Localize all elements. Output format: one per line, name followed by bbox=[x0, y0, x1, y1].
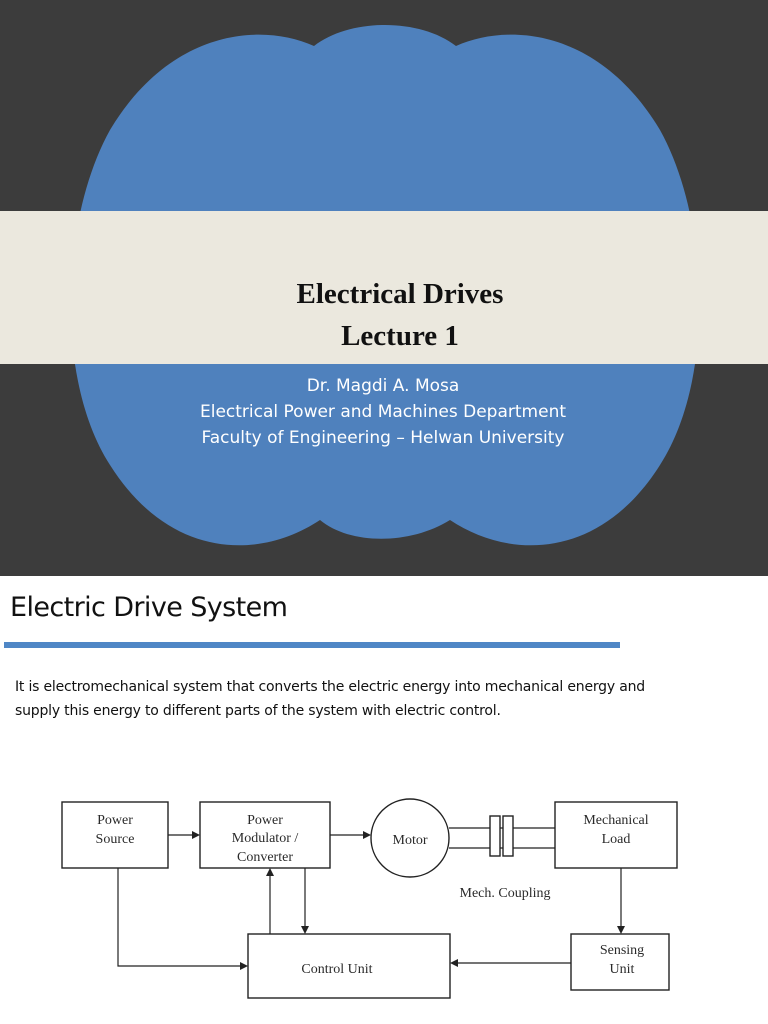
mechanical-load-block bbox=[554, 801, 678, 869]
presentation-subtitle: Dr. Magdi A. Mosa Electrical Power and M… bbox=[0, 373, 766, 451]
mech-coupling-shape bbox=[449, 815, 555, 857]
sensing-unit-block bbox=[570, 933, 670, 991]
power-source-label-1: Power bbox=[97, 813, 133, 828]
slide-body-text: It is electromechanical system that conv… bbox=[15, 675, 755, 723]
drive-system-block-diagram: Power Source Power Modulator / Converter… bbox=[61, 798, 678, 999]
title-line-1: Electrical Drives bbox=[296, 278, 504, 310]
title-band bbox=[0, 211, 768, 364]
sensing-unit-label-2: Unit bbox=[610, 962, 635, 977]
presentation-title: Electrical Drives Lecture 1 bbox=[0, 273, 768, 357]
department-name: Electrical Power and Machines Department bbox=[199, 402, 567, 422]
power-modulator-label-2: Modulator / bbox=[232, 831, 299, 846]
mech-coupling-label: Mech. Coupling bbox=[460, 886, 551, 901]
source-to-control-wire bbox=[117, 868, 241, 967]
mechanical-load-label-2: Load bbox=[602, 832, 631, 847]
motor-label: Motor bbox=[393, 833, 428, 848]
sensing-unit-label-1: Sensing bbox=[600, 943, 644, 958]
content-slide: Electric Drive System It is electromecha… bbox=[0, 576, 768, 1024]
power-source-label-2: Source bbox=[96, 832, 135, 847]
title-slide: Electrical Drives Lecture 1 Dr. Magdi A.… bbox=[0, 0, 768, 576]
title-line-2: Lecture 1 bbox=[341, 320, 459, 352]
body-line-2: supply this energy to different parts of… bbox=[15, 703, 501, 719]
power-modulator-block bbox=[199, 801, 331, 869]
control-unit-label: Control Unit bbox=[301, 962, 372, 977]
power-modulator-label-1: Power bbox=[247, 813, 283, 828]
motor-circle bbox=[370, 798, 450, 878]
slide-title: Electric Drive System bbox=[10, 592, 288, 623]
body-line-1: It is electromechanical system that conv… bbox=[15, 679, 645, 695]
mechanical-load-label-1: Mechanical bbox=[583, 813, 648, 828]
author-name: Dr. Magdi A. Mosa bbox=[306, 376, 460, 396]
power-source-block bbox=[61, 801, 169, 869]
power-modulator-label-3: Converter bbox=[237, 850, 293, 865]
faculty-name: Faculty of Engineering – Helwan Universi… bbox=[201, 428, 565, 448]
title-underline bbox=[4, 642, 620, 648]
